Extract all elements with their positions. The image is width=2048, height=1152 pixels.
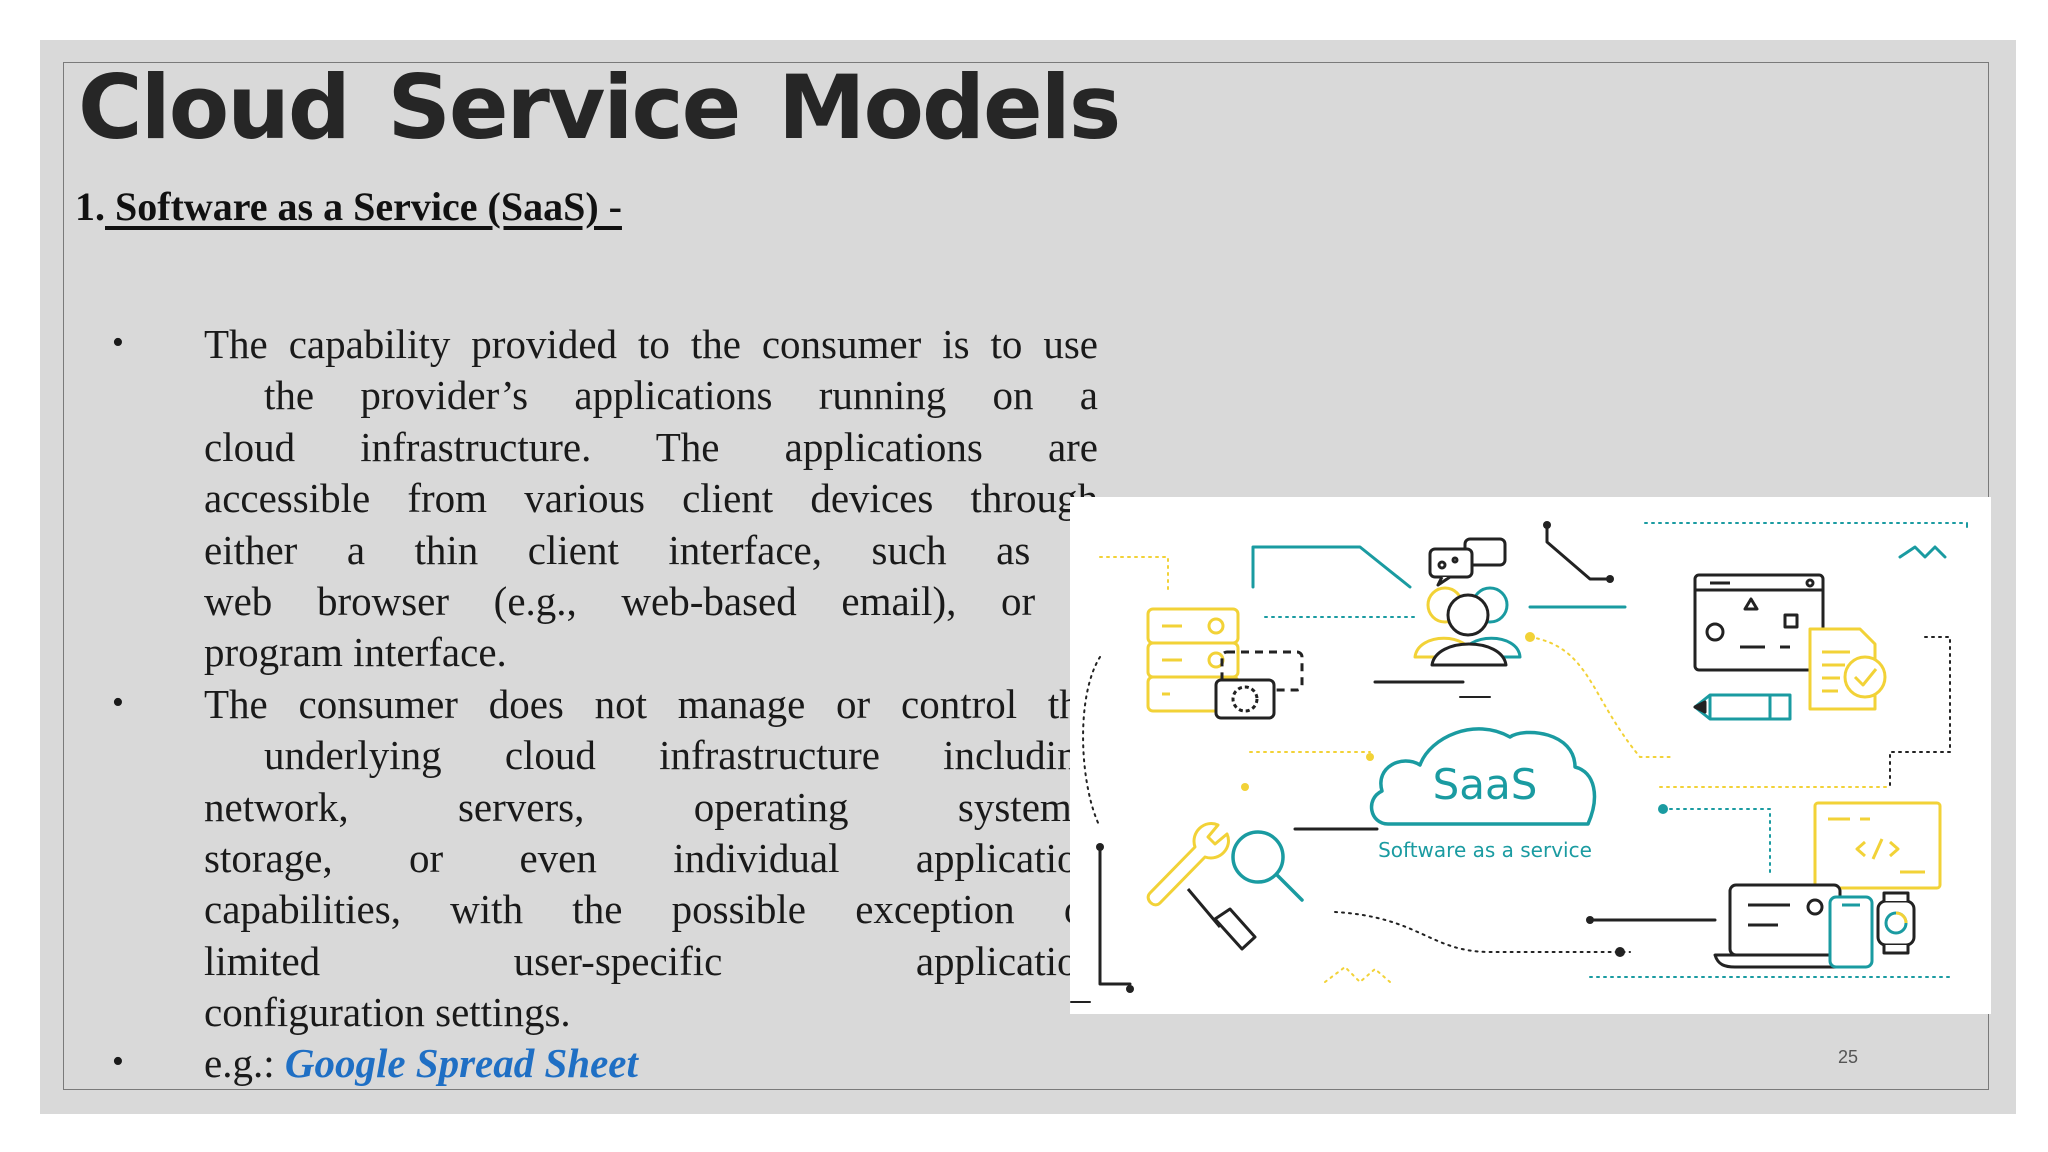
section-number: 1.: [75, 184, 105, 229]
bullet-line: capabilities, with the possible exceptio…: [70, 884, 1098, 935]
users-icon: [1413, 586, 1522, 667]
bullet-marker: •: [112, 324, 124, 361]
slide-title: Cloud Service Models: [78, 56, 1121, 159]
bullet-text: network, servers, operating systems,: [204, 783, 1098, 830]
cloud-icon: SaaS Software as a service: [1369, 727, 1597, 862]
bullet-text: limited user-specific application: [204, 937, 1098, 984]
bullet-text: storage, or even individual application: [204, 834, 1098, 881]
bullet-line: • The consumer does not manage or control…: [70, 679, 1098, 730]
gear-icon: [1214, 650, 1304, 720]
bullet-text: underlying cloud infrastructure includin…: [264, 732, 1098, 779]
wrench-icon: [1146, 822, 1230, 907]
page-number: 25: [1838, 1047, 1859, 1067]
bullet-line: • The capability provided to the consumer…: [70, 319, 1098, 370]
cloud-label: SaaS: [1433, 760, 1538, 809]
bullet-line: program interface.: [70, 627, 1070, 678]
phone-icon: [1828, 895, 1874, 969]
saas-illustration: SaaS Software as a service: [1070, 497, 1991, 1014]
bullet-marker: •: [112, 1043, 124, 1081]
browser-window-icon: [1693, 573, 1825, 672]
bullet-line: web browser (e.g., web-based email), or …: [70, 576, 1098, 627]
example-text: e.g.: Google Spread Sheet: [204, 1038, 1098, 1089]
bullet-text: the provider’s applications running on a: [264, 372, 1098, 419]
watch-icon: [1876, 891, 1916, 955]
example-line: • e.g.: Google Spread Sheet: [70, 1038, 1070, 1089]
bullet-text: program interface.: [204, 629, 507, 676]
bullet-text: configuration settings.: [204, 989, 571, 1036]
bullet-line: limited user-specific application: [70, 936, 1098, 987]
bullet-line: cloud infrastructure. The applications a…: [70, 422, 1098, 473]
document-check-icon: [1808, 627, 1887, 711]
bullet-list: • The capability provided to the consumer…: [70, 319, 1098, 1090]
bullet-text: web browser (e.g., web-based email), or …: [204, 577, 1098, 624]
bullet-line: storage, or even individual application: [70, 833, 1098, 884]
bullet-text: cloud infrastructure. The applications a…: [204, 423, 1098, 470]
bullet-marker: •: [112, 683, 124, 721]
section-heading-text: Software as a Service (SaaS) -: [105, 184, 622, 229]
laptop-icon: [1713, 883, 1862, 969]
code-window-icon: [1813, 801, 1942, 890]
example-prefix: e.g.:: [204, 1040, 285, 1087]
bullet-text: accessible from various client devices t…: [204, 475, 1098, 522]
bullet-line: network, servers, operating systems,: [70, 782, 1098, 833]
magnifier-icon: [1231, 830, 1304, 902]
bullet-text: The consumer does not manage or control …: [204, 680, 1098, 727]
bullet-text: The capability provided to the consumer …: [204, 321, 1098, 367]
chat-icon: [1428, 537, 1507, 587]
slide: Cloud Service Models 1. Software as a Se…: [40, 40, 2016, 1114]
screwdriver-icon: [1186, 888, 1257, 951]
section-heading: 1. Software as a Service (SaaS) -: [75, 183, 622, 230]
bullet-line: the provider’s applications running on a: [70, 370, 1098, 421]
bullet-line: either a thin client interface, such as …: [70, 525, 1098, 576]
bullet-line: underlying cloud infrastructure includin…: [70, 730, 1098, 781]
bullet-text: either a thin client interface, such as …: [204, 526, 1098, 573]
pencil-icon: [1693, 693, 1792, 721]
bullet-text: capabilities, with the possible exceptio…: [204, 886, 1098, 933]
bullet-line: configuration settings.: [70, 987, 1070, 1038]
illustration-caption: Software as a service: [1378, 838, 1592, 862]
google-spreadsheet-link[interactable]: Google Spread Sheet: [284, 1040, 638, 1087]
bullet-line: accessible from various client devices t…: [70, 473, 1098, 524]
